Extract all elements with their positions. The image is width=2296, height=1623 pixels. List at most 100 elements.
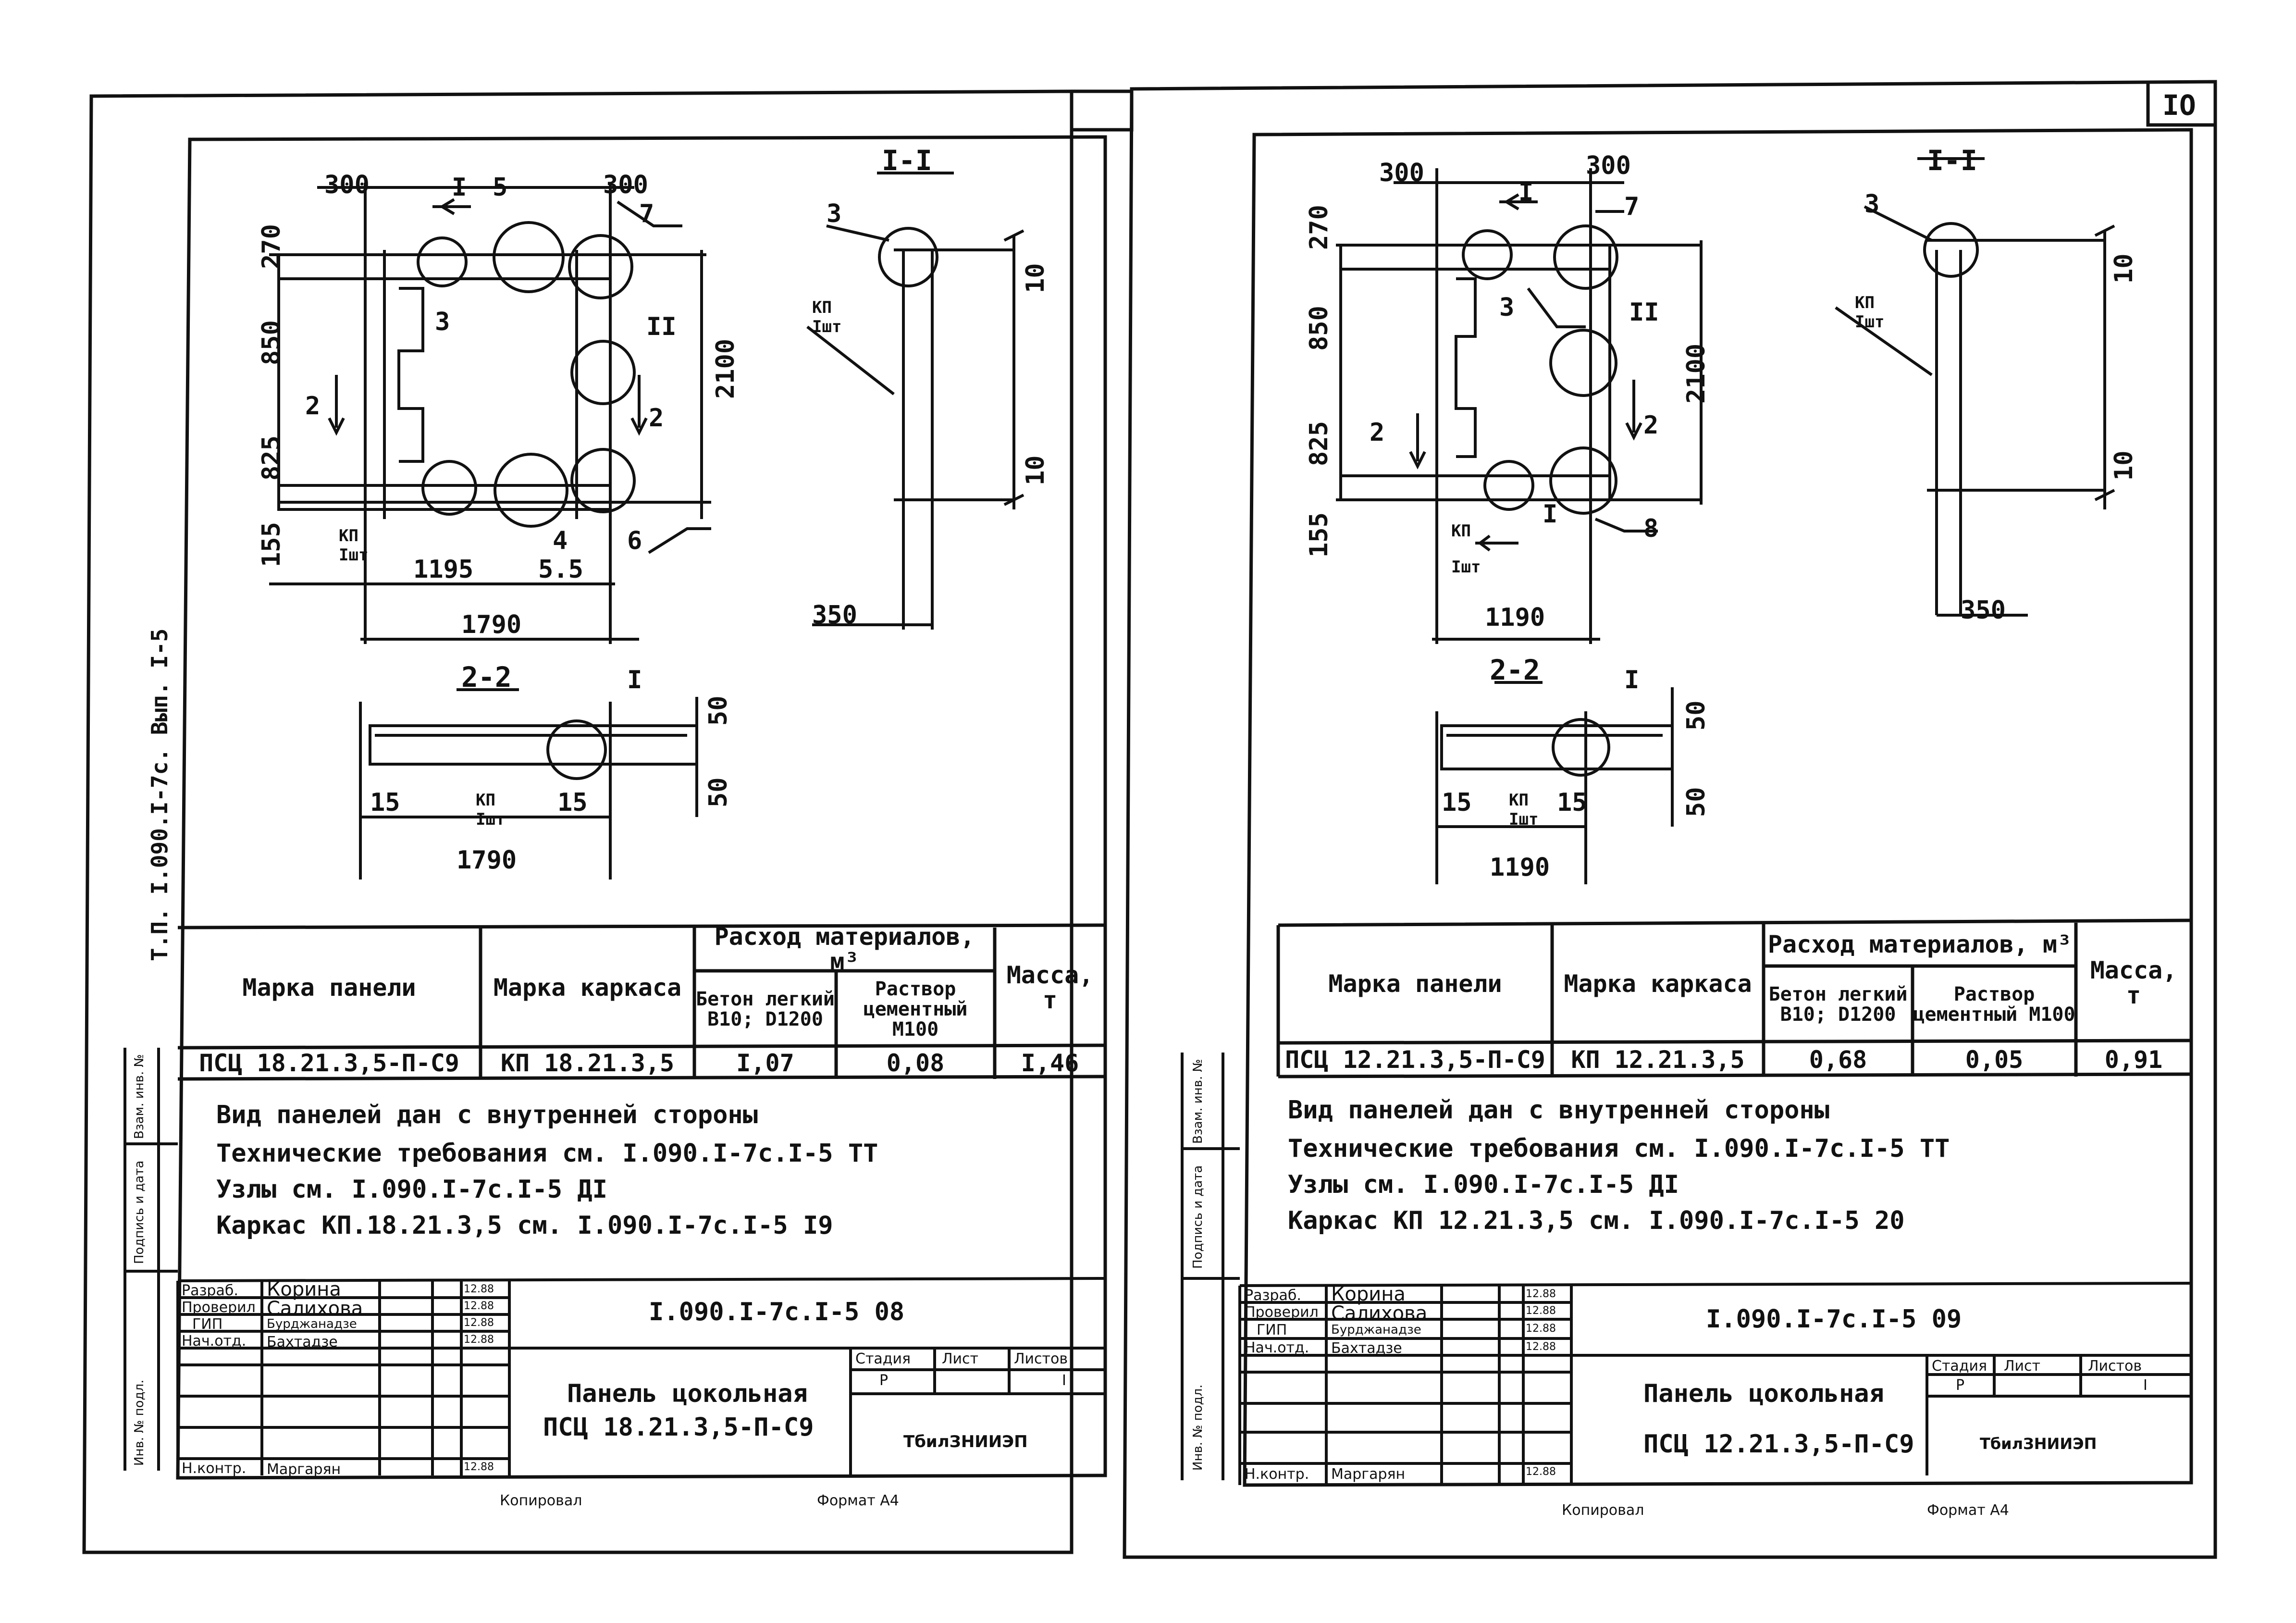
right-stamp-role-2: Проверил — [1245, 1304, 1319, 1321]
left-doc-code: I.090.I-7с.I-5 08 — [649, 1298, 905, 1326]
right-stamp-name-5: Маргарян — [1331, 1466, 1406, 1483]
left-section-1-dim-width: 350 — [812, 601, 857, 630]
left-arrow-2b: 2 — [649, 404, 664, 433]
left-stamp-date-4: 12.88 — [464, 1334, 494, 1346]
right-callout-1: I — [1518, 178, 1534, 207]
left-stamp-role-3: ГИП — [192, 1316, 223, 1333]
right-callout-11: II — [1629, 298, 1659, 327]
left-stamp-date-3: 12.88 — [464, 1317, 494, 1329]
right-stamp-name-2: Салихова — [1331, 1302, 1428, 1325]
right-format: Формат А4 — [1927, 1502, 2009, 1519]
left-arrow-2a: 2 — [305, 392, 321, 421]
left-callout-6: 6 — [627, 526, 642, 555]
left-section-2-dim-b: 15 — [557, 788, 588, 817]
left-margin-1: Инв. № подл. — [132, 1379, 147, 1466]
left-section-1-dim-top: 10 — [1021, 263, 1050, 293]
left-kp-sub: Iшт — [339, 545, 369, 565]
left-callout-11: II — [646, 312, 677, 341]
right-section-2-kp: КП — [1509, 791, 1529, 810]
right-table-header-concrete: Бетон легкий B10; D1200 — [1768, 983, 1908, 1026]
left-copied: Копировал — [500, 1492, 582, 1509]
left-stamp-role-4: Нач.отд. — [182, 1333, 247, 1350]
left-title-line1: Панель цокольная — [567, 1379, 808, 1408]
right-callout-8: 8 — [1643, 514, 1659, 543]
right-sheets-header: Листов — [2088, 1358, 2142, 1375]
left-section-1-kp: КП — [812, 298, 832, 317]
right-note-4: Каркас КП 12.21.3,5 см. I.090.I-7с.I-5 2… — [1288, 1206, 1905, 1235]
left-dim-bottom-b: 5.5 — [538, 555, 583, 584]
left-org: ТбилЗНИИЭП — [903, 1432, 1028, 1451]
left-dim-top-left: 300 — [324, 171, 370, 199]
right-section-1-callout-3: 3 — [1864, 190, 1880, 219]
right-stamp-date-1: 12.88 — [1526, 1288, 1556, 1300]
right-table-header-frame: Марка каркаса — [1564, 970, 1752, 998]
right-dim-height-total: 2100 — [1682, 343, 1711, 404]
left-stamp-role-1: Разраб. — [182, 1282, 238, 1299]
left-note-4: Каркас КП.18.21.3,5 см. I.090.I-7с.I-5 I… — [216, 1211, 833, 1240]
right-doc-code: I.090.I-7с.I-5 09 — [1706, 1305, 1962, 1334]
left-table-header-mass: Масса, т — [1006, 961, 1094, 1014]
left-table-concrete: I,07 — [736, 1049, 794, 1078]
right-stamp-name-1: Корина — [1331, 1283, 1406, 1305]
right-arrow-2a: 2 — [1370, 418, 1385, 447]
right-section-2-dim-overall: 1190 — [1490, 853, 1550, 882]
left-stamp-role-5: Н.контр. — [182, 1460, 247, 1477]
right-sheets: I — [2143, 1377, 2148, 1394]
right-title-line1: Панель цокольная — [1643, 1379, 1884, 1408]
left-callout-1: I — [452, 173, 467, 202]
right-dim-top-left: 300 — [1379, 159, 1424, 187]
left-stamp-name-1: Корина — [267, 1278, 341, 1301]
right-note-1: Вид панелей дан с внутренней стороны — [1288, 1096, 1830, 1125]
left-table-header-panel: Марка панели — [242, 973, 416, 1002]
left-table-header-mortar: Раствор цементный M100 — [863, 978, 968, 1041]
left-dim-bottom-a: 1195 — [413, 555, 474, 584]
right-section-1-title: I-I — [1927, 144, 1977, 177]
right-copied: Копировал — [1562, 1502, 1644, 1519]
left-section-1-callout-3: 3 — [827, 199, 842, 228]
left-format: Формат А4 — [817, 1492, 899, 1509]
left-section-1-title: I-I — [882, 144, 932, 177]
right-stamp-date-5: 12.88 — [1526, 1466, 1556, 1478]
right-stamp-date-2: 12.88 — [1526, 1305, 1556, 1317]
right-table-panel: ПСЦ 12.21.3,5-П-С9 — [1285, 1045, 1545, 1074]
right-section-1-dim-bottom: 10 — [2110, 450, 2138, 481]
right-dim-h3: 825 — [1305, 421, 1333, 466]
right-stamp-role-5: Н.контр. — [1245, 1466, 1309, 1483]
right-kp-label: КП — [1451, 521, 1471, 541]
right-stamp-role-4: Нач.отд. — [1245, 1339, 1309, 1356]
right-section-2-title: 2-2 — [1490, 654, 1540, 686]
left-table-header-materials: Расход материалов, м³ — [714, 922, 975, 976]
left-dim-h3: 825 — [257, 435, 286, 481]
right-dim-h2: 850 — [1305, 306, 1333, 351]
left-stage: Р — [879, 1372, 889, 1389]
right-dim-h4: 155 — [1305, 512, 1333, 558]
left-dim-overall: 1790 — [461, 610, 522, 639]
left-table-header-frame: Марка каркаса — [493, 973, 682, 1002]
left-note-1: Вид панелей дан с внутренней стороны — [216, 1101, 758, 1129]
right-section-2-kp-sub: Iшт — [1509, 810, 1539, 829]
right-stage: Р — [1956, 1377, 1965, 1394]
right-table-mass: 0,91 — [2104, 1045, 2163, 1074]
left-section-2-kp: КП — [476, 791, 495, 810]
right-stamp-role-1: Разраб. — [1245, 1287, 1301, 1304]
right-table-header-panel: Марка панели — [1328, 970, 1502, 998]
left-dim-top-right: 300 — [603, 171, 648, 199]
right-callout-1b: I — [1543, 500, 1558, 529]
right-section-2-dim-bottom: 50 — [1682, 787, 1711, 817]
right-table-mortar: 0,05 — [1965, 1045, 2024, 1074]
right-kp-sub: Iшт — [1451, 558, 1481, 577]
left-stamp-name-2: Салихова — [267, 1298, 363, 1320]
right-dim-h1: 270 — [1305, 205, 1333, 250]
left-table-header-concrete: Бетон легкий B10; D1200 — [696, 988, 835, 1030]
left-section-2-dim-a: 15 — [370, 788, 400, 817]
left-section-2-dim-bottom: 50 — [704, 777, 733, 807]
left-callout-3: 3 — [435, 308, 450, 336]
left-sheets-header: Листов — [1014, 1350, 1068, 1367]
sheet-number: IO — [2162, 89, 2196, 122]
left-stamp-date-1: 12.88 — [464, 1283, 494, 1295]
right-stage-header: Стадия — [1932, 1358, 1987, 1375]
left-stamp-date-2: 12.88 — [464, 1300, 494, 1312]
left-stamp-role-2: Проверил — [182, 1299, 256, 1316]
right-callout-7: 7 — [1624, 192, 1640, 221]
left-section-2-dim-top: 50 — [704, 695, 733, 726]
